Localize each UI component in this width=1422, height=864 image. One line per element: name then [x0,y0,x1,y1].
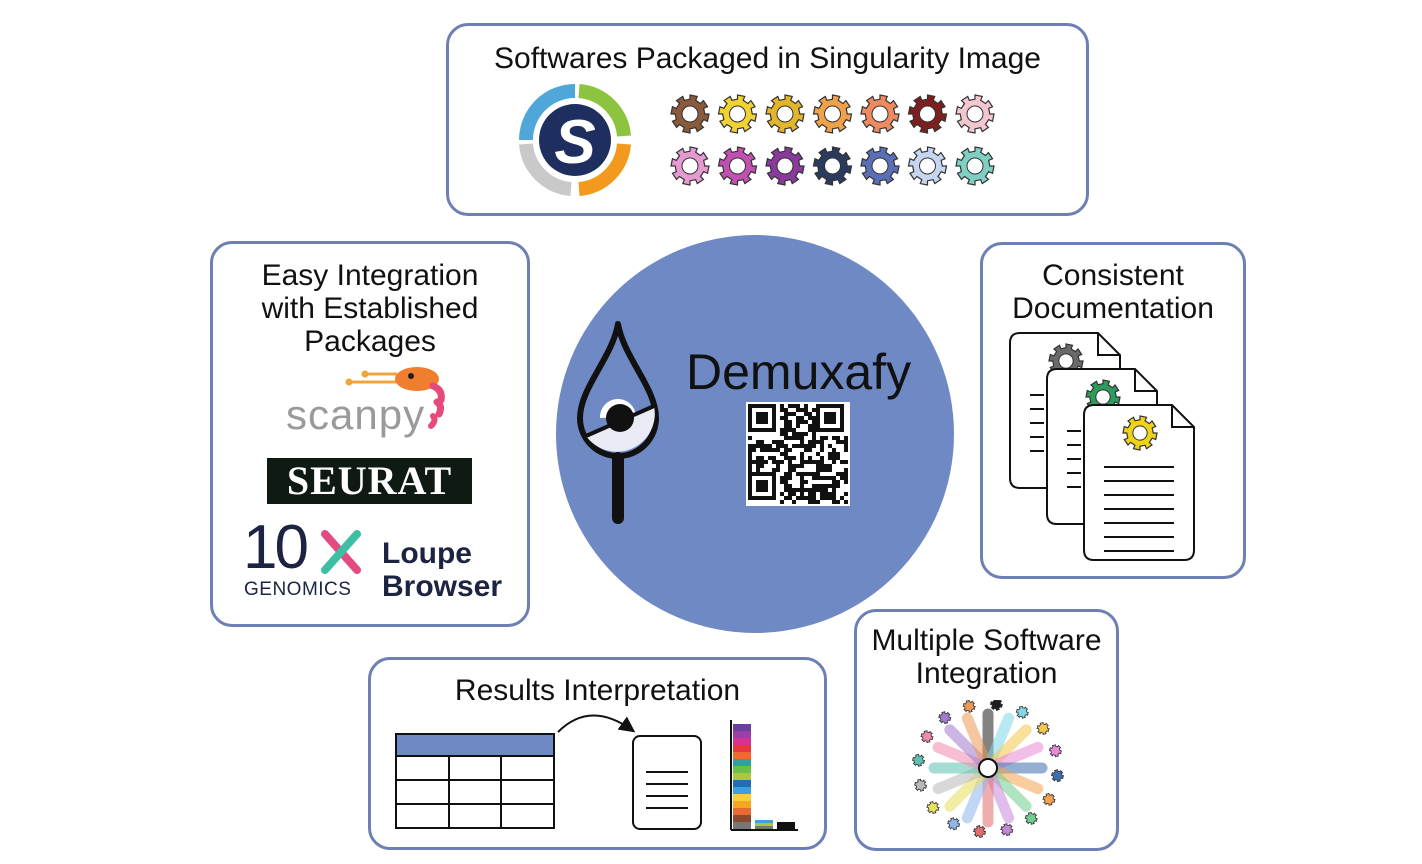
gear-icon [717,94,758,134]
gear-icon [812,146,853,186]
results-title: Results Interpretation [454,674,741,707]
bar-segment [733,752,751,760]
gear-icon [1122,415,1158,451]
gear-icon [670,94,710,134]
singularity-logo: S [519,84,631,196]
integration-panel: Easy Integration with Established Packag… [210,241,530,627]
singularity-panel-title: Softwares Packaged in Singularity Image [494,42,1041,75]
browser-text: Browser [382,570,503,603]
bar-segment [733,822,751,830]
bar-segment [733,808,751,816]
gear-icon [938,711,952,725]
gear-icon [1015,705,1029,719]
bar-segment [733,724,751,732]
gear-icon [1048,744,1062,758]
bar-segment [733,787,751,795]
gear-icon [765,94,805,134]
integration-title-line-3: Packages [304,325,436,358]
gear-icon [1000,823,1014,837]
tenx-x-icon [321,530,361,574]
bar-segment [733,801,751,809]
table-header [395,733,555,757]
documentation-title-line-2: Documentation [1012,292,1214,325]
bar-segment [733,780,751,788]
arrow-icon [557,714,636,733]
integration-title-line-2: with Established [261,292,479,325]
software-integration-wheel [911,700,1065,839]
documentation-pages-icon [1009,332,1195,561]
gear-icon [989,700,1003,711]
gear-icon [914,778,928,792]
gear-icon [920,730,934,744]
bar-segment [733,815,751,823]
bar-segment [733,759,751,767]
multiple-software-title-line-1: Multiple Software [871,624,1102,657]
tenx-logo-number: 10 [243,513,309,582]
bar-segment [733,766,751,774]
gear-icon [1036,721,1050,736]
gear-icon [1042,792,1056,806]
integration-title-line-1: Easy Integration [261,259,479,292]
demuxafy-droplet-magnifier-icon [577,321,659,524]
singularity-letter: S [554,108,595,177]
loupe-text: Loupe [382,537,472,570]
qr-code[interactable] [746,402,850,506]
gear-icon [1024,811,1038,825]
gear-icon [765,146,805,186]
gear-icon [911,753,926,767]
wheel-hub [978,758,998,778]
gear-icon [973,825,987,839]
gear-icon [926,800,940,815]
results-diagram [395,714,798,831]
genomics-text: GENOMICS [244,579,352,600]
gear-icon [1050,769,1065,783]
report-document-icon [632,735,702,830]
software-gears [670,94,995,186]
bar-segment [733,738,751,746]
gear-icon [907,146,948,186]
scanpy-shrimp-icon [345,367,445,429]
bar-segment [733,773,751,781]
gear-icon [717,146,758,186]
bar-segment [733,731,751,739]
gear-icon [860,94,900,134]
gear-icon [955,94,995,134]
gear-icon [962,700,976,713]
multiple-software-title-line-2: Integration [915,657,1058,690]
demuxafy-title: Demuxafy [686,344,912,400]
gear-icon [955,146,995,186]
gear-icon [670,146,710,186]
results-table [395,755,555,829]
documentation-title-line-1: Consistent [1042,259,1184,292]
seurat-logo: SEURAT [267,458,472,504]
gear-icon [947,817,961,831]
gear-icon [907,94,948,134]
gear-icon [812,94,853,134]
bar-segment [733,794,751,802]
scanpy-logo-text: scanpy [286,391,426,438]
document-page-icon [1083,404,1195,561]
bar-segment [733,745,751,753]
gear-icon [860,146,900,186]
